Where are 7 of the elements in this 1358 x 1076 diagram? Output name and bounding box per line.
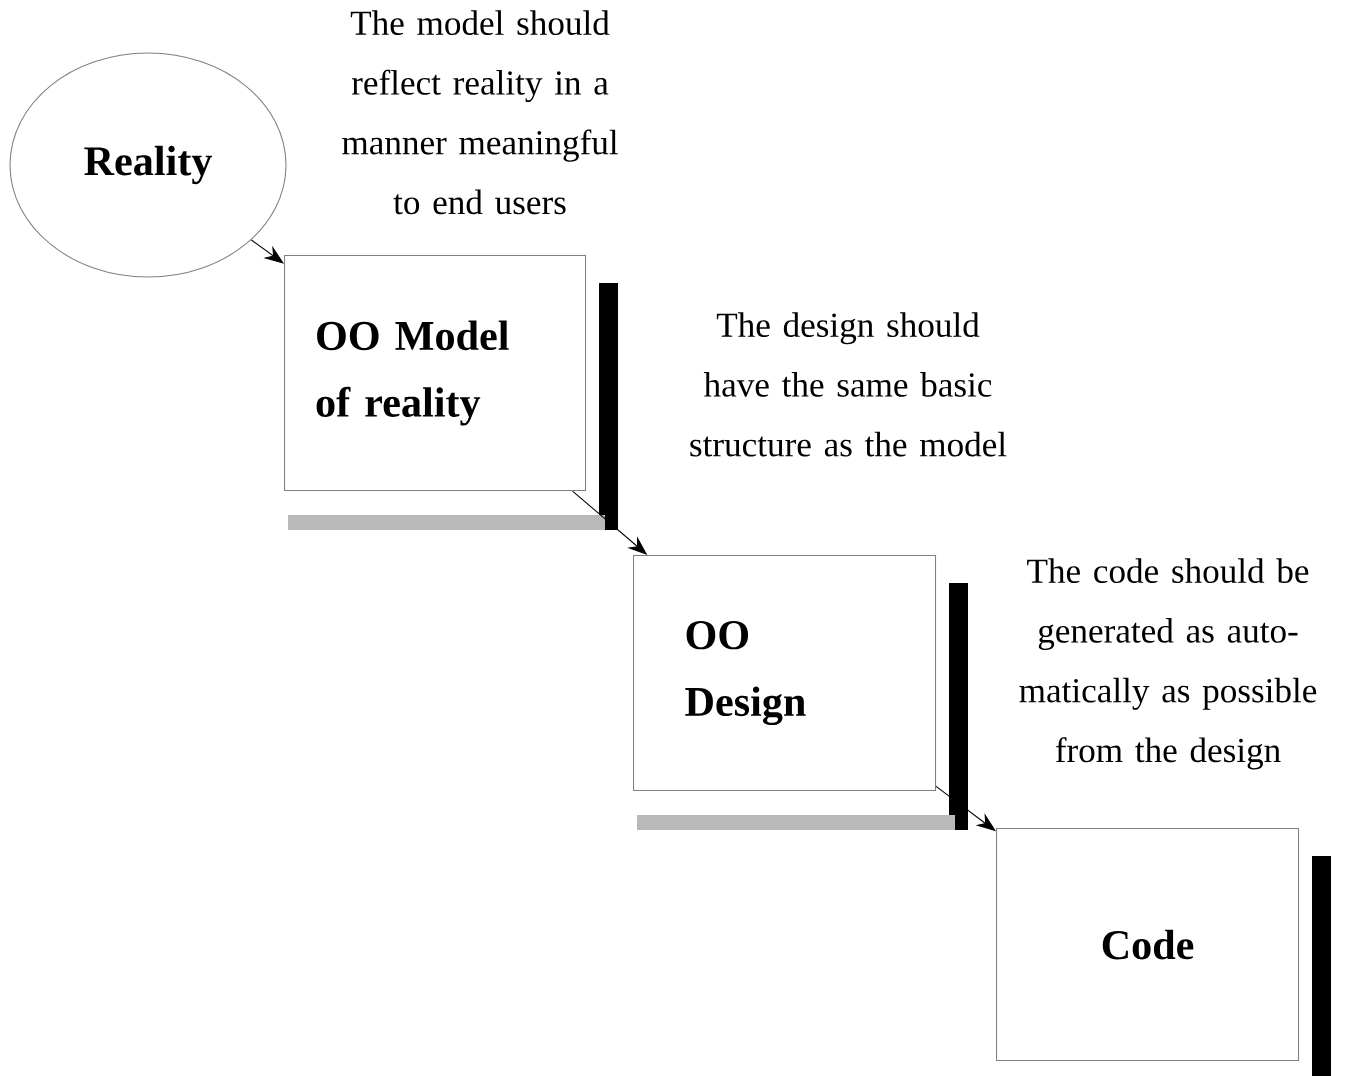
process-box: Code <box>996 828 1331 1076</box>
note-text: The design should have the same basic structure as the model <box>690 312 1007 457</box>
note-text: The code should be generated as auto-matically as possible from the design <box>1019 558 1317 770</box>
note-text: The model should reflect reality in a manner meaningful to end users <box>342 10 618 215</box>
arrow <box>250 239 284 264</box>
process-box: OO Model of reality <box>284 255 618 530</box>
process-box: OO Design <box>633 555 968 830</box>
